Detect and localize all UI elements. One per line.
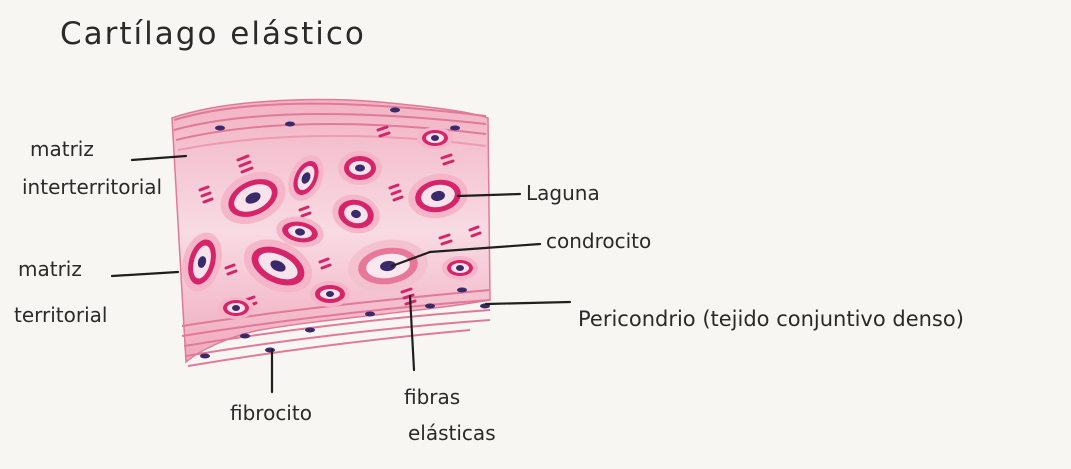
chondrocyte bbox=[338, 151, 382, 185]
chondrocyte bbox=[417, 127, 453, 149]
label-matriz-territorial-line2: territorial bbox=[14, 303, 107, 327]
chondrocyte bbox=[310, 281, 350, 307]
label-fibrocito: fibrocito bbox=[230, 401, 312, 425]
leader-pericondrio bbox=[486, 302, 570, 304]
label-condrocito: condrocito bbox=[546, 229, 651, 253]
label-pericondrio: Pericondrio (tejido conjuntivo denso) bbox=[578, 307, 964, 331]
chondrocyte bbox=[442, 256, 478, 280]
label-matriz-territorial-line1: matriz bbox=[18, 257, 82, 281]
label-laguna: Laguna bbox=[526, 181, 600, 205]
leader-matriz-territorial bbox=[112, 272, 178, 276]
diagram-title: Cartílago elástico bbox=[60, 16, 366, 52]
label-fibras-elasticas-line2: elásticas bbox=[408, 421, 496, 445]
label-matriz-interterritorial-line2: interterritorial bbox=[22, 175, 162, 199]
label-matriz-interterritorial-line1: matriz bbox=[30, 137, 94, 161]
label-fibras-elasticas-line1: fibras bbox=[404, 385, 460, 409]
tissue-section bbox=[172, 100, 490, 366]
chondrocyte bbox=[218, 297, 254, 319]
